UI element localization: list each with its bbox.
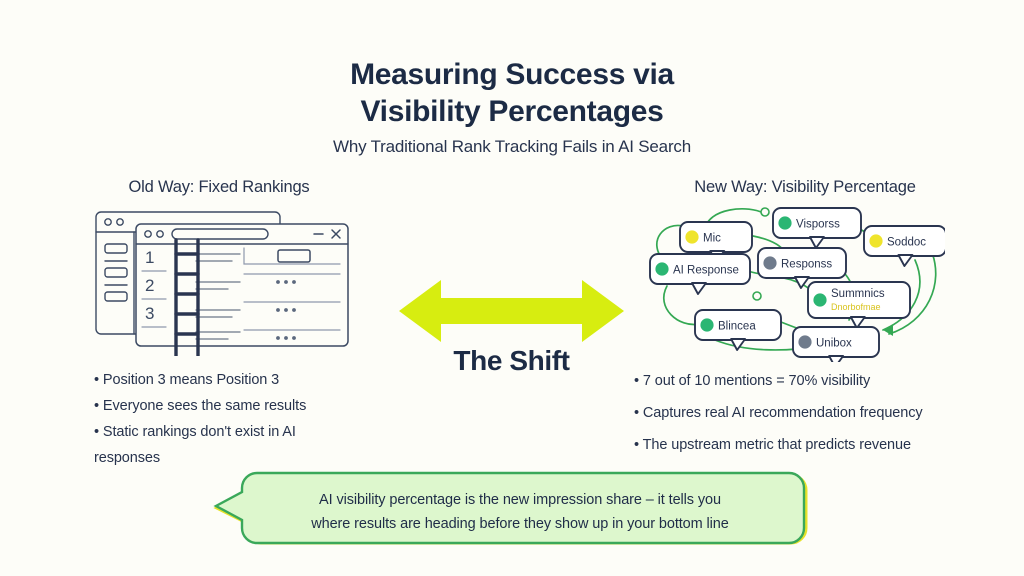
bubble-label: Visporss: [796, 219, 840, 231]
bubble-icon: [685, 230, 699, 244]
new-way-bullets: • 7 out of 10 mentions = 70% visibility …: [634, 365, 994, 461]
callout-text: AI visibility percentage is the new impr…: [255, 488, 785, 536]
page-subtitle: Why Traditional Rank Tracking Fails in A…: [333, 137, 691, 156]
close-icon: [331, 229, 341, 239]
svg-text:1: 1: [145, 248, 154, 267]
bubble-icon: [700, 318, 714, 332]
svg-text:3: 3: [145, 304, 154, 323]
bubble-icon: [798, 335, 812, 349]
left-column-heading: Old Way: Fixed Rankings: [128, 178, 310, 196]
callout-bubble-shape: [213, 471, 808, 545]
shift-label: The Shift: [453, 345, 570, 376]
title-line-2: Visibility Percentages: [360, 95, 664, 128]
browser-windows-svg: 1 2 3: [95, 211, 349, 358]
arrow-head-icon: [883, 324, 893, 336]
bubble-icon: [778, 216, 792, 230]
bubble-icon: [813, 293, 827, 307]
response-bubble[interactable]: Visporss: [772, 207, 862, 249]
svg-text:2: 2: [145, 276, 154, 295]
list-item: • Everyone sees the same results: [94, 398, 307, 414]
list-item: • 7 out of 10 mentions = 70% visibility: [634, 373, 871, 389]
key-takeaway-callout: AI visibility percentage is the new impr…: [213, 470, 810, 548]
list-item-continuation: responses: [94, 450, 160, 466]
bubble-label: Unibox: [816, 338, 852, 350]
bubble-label: Responss: [781, 259, 832, 271]
bubble-icon: [655, 262, 669, 276]
bubble-label: Summnics: [831, 288, 885, 300]
old-way-illustration: 1 2 3: [92, 206, 352, 358]
list-item: • Static rankings don't exist in AI: [94, 424, 296, 440]
shift-arrow: [399, 278, 624, 344]
bubble-icon: [763, 256, 777, 270]
bubble-label: AI Response: [673, 265, 739, 277]
response-bubble[interactable]: Blincea: [694, 309, 782, 351]
callout-line-2: where results are heading before they sh…: [311, 516, 729, 532]
response-bubble[interactable]: AI Response: [649, 253, 751, 295]
ladder-icon: [174, 238, 200, 358]
response-bubble[interactable]: Soddoc: [863, 225, 947, 267]
list-item: • Captures real AI recommendation freque…: [634, 405, 923, 421]
page-title: Measuring Success via Visibility Percent…: [0, 56, 1024, 130]
ellipsis-markers: [276, 280, 296, 340]
list-item: • Position 3 means Position 3: [94, 372, 280, 388]
bubble-label: Soddoc: [887, 237, 926, 249]
double-headed-arrow-icon: [399, 280, 624, 342]
bubble-icon: [869, 234, 883, 248]
rank-numbers: 1 2 3: [145, 248, 154, 323]
response-bubble[interactable]: Unibox: [792, 326, 880, 368]
callout-line-1: AI visibility percentage is the new impr…: [319, 492, 721, 508]
right-column-heading: New Way: Visibility Percentage: [694, 178, 916, 196]
bubble-label: Blincea: [718, 321, 756, 333]
bubble-sublabel: Dnorbofmae: [831, 302, 881, 312]
title-line-1: Measuring Success via: [350, 58, 674, 91]
old-way-bullets: • Position 3 means Position 3 • Everyone…: [94, 367, 356, 471]
list-item: • The upstream metric that predicts reve…: [634, 437, 911, 453]
bubble-label: Mic: [703, 233, 721, 245]
response-bubble[interactable]: Responss: [757, 247, 847, 289]
